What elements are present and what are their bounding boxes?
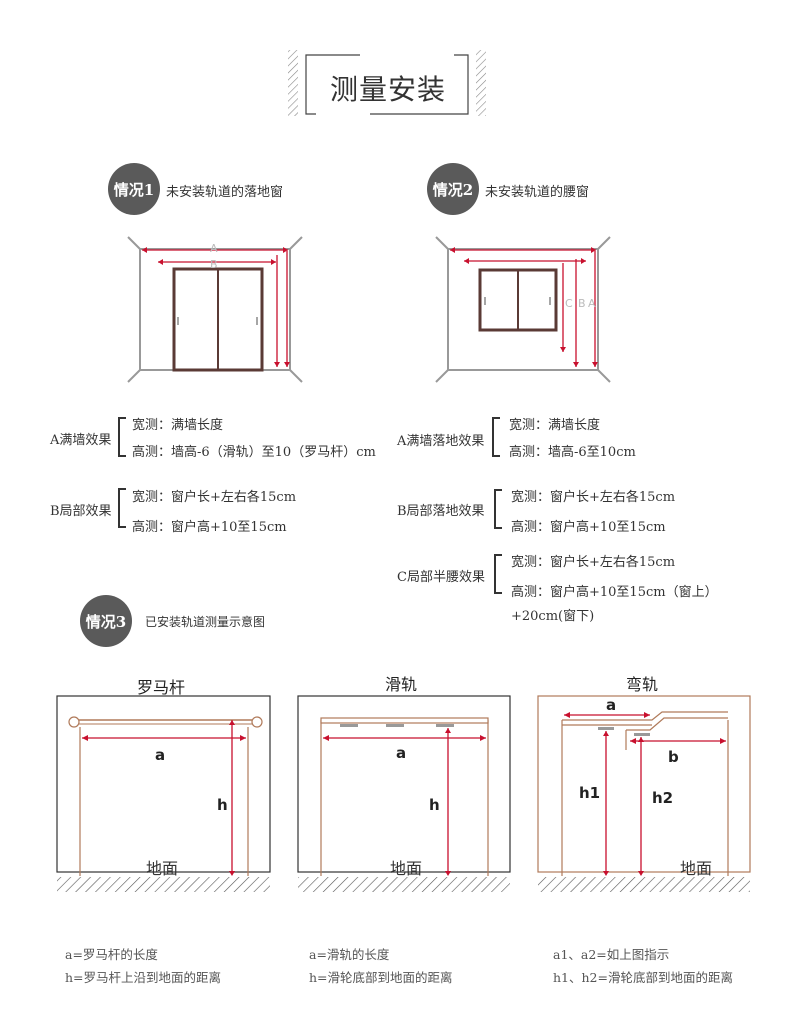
case1-desc: 未安装轨道的落地窗 <box>166 185 284 200</box>
case1-b-label: B局部效果 <box>50 504 112 519</box>
case1-label-b: B <box>210 258 218 271</box>
slide-note1: a=滑轨的长度 <box>309 947 390 962</box>
case1-badge: 情况1 <box>108 163 160 215</box>
curve-diagram <box>537 695 751 892</box>
curve-note1: a1、a2=如上图指示 <box>553 947 670 962</box>
case1-diagram: A B <box>127 236 303 383</box>
case2-label-c: C <box>565 297 573 310</box>
roman-note1: a=罗马杆的长度 <box>65 947 158 962</box>
curve-label-b: b <box>668 748 679 766</box>
header-hatch-left <box>288 50 298 116</box>
slide-label-h: h <box>429 796 440 814</box>
wall-corner-tr <box>289 236 303 250</box>
curve-label-a: a <box>606 696 616 714</box>
case2-b-label: B局部落地效果 <box>397 504 485 519</box>
case1-b-width: 宽测：窗户长+左右各15cm <box>132 490 297 505</box>
roman-note2: h=罗马杆上沿到地面的距离 <box>65 970 222 985</box>
case2-desc: 未安装轨道的腰窗 <box>485 185 590 200</box>
case2-c-label: C局部半腰效果 <box>397 570 485 585</box>
case2-a-height: 高测：墙高-6至10cm <box>509 445 636 460</box>
curve-label-h2: h2 <box>652 789 673 807</box>
pulley-icon <box>340 724 454 727</box>
case1-label-a: A <box>210 242 218 255</box>
slide-title: 滑轨 <box>385 675 418 694</box>
header-hatch-right <box>476 50 486 116</box>
floor-hatch <box>57 877 270 892</box>
case2-label-b: B <box>578 297 586 310</box>
case2-b-height: 高测：窗户高+10至15cm <box>511 520 666 535</box>
header-bracket-right <box>370 54 469 115</box>
case1-a-label: A满墙效果 <box>50 433 112 448</box>
case3-desc: 已安装轨道测量示意图 <box>145 615 266 629</box>
roman-label-h: h <box>217 796 228 814</box>
floor-hatch <box>538 877 750 892</box>
slide-diagram <box>297 695 511 892</box>
slide-floor: 地面 <box>390 859 422 878</box>
curve-floor: 地面 <box>680 859 712 878</box>
bracket-icon <box>492 417 500 457</box>
case1-a-width: 宽测：满墙长度 <box>132 418 224 433</box>
roman-diagram <box>56 695 271 892</box>
header-frame <box>288 50 486 116</box>
bracket-icon <box>494 489 502 529</box>
header-bracket-left <box>305 54 360 115</box>
wall-corner-tl <box>127 236 141 250</box>
case1-b-height: 高测：窗户高+10至15cm <box>132 520 287 535</box>
case3-diagrams: a h 地面 a h 地面 <box>56 695 751 892</box>
wall-corner-bl <box>127 369 141 383</box>
case2-badge: 情况2 <box>427 163 479 215</box>
roman-floor: 地面 <box>146 859 178 878</box>
rod-finial-right <box>251 716 263 728</box>
rod-finial-left <box>68 716 80 728</box>
case1-a-height: 高测：墙高-6（滑轨）至10（罗马杆）cm <box>132 445 376 460</box>
slide-label-a: a <box>396 744 406 762</box>
case2-c-width: 宽测：窗户长+左右各15cm <box>511 555 676 570</box>
curve-title: 弯轨 <box>626 675 659 694</box>
page-title: 测量安装 <box>330 73 447 106</box>
case2-c-height: 高测：窗户高+10至15cm（窗上） <box>511 585 718 600</box>
wall-corner-br <box>289 369 303 383</box>
pulley-icon <box>598 727 650 736</box>
roman-title: 罗马杆 <box>137 678 186 697</box>
slide-note2: h=滑轮底部到地面的距离 <box>309 970 453 985</box>
bracket-icon <box>118 417 126 457</box>
slide-track <box>320 717 489 724</box>
curve-note2: h1、h2=滑轮底部到地面的距离 <box>553 970 733 985</box>
case2-label-a: A <box>588 297 596 310</box>
case2-a-width: 宽测：满墙长度 <box>509 418 601 433</box>
curve-label-h1: h1 <box>579 784 600 802</box>
bracket-icon <box>494 554 502 594</box>
case2-a-label: A满墙落地效果 <box>397 434 485 449</box>
floor-hatch <box>298 877 510 892</box>
case2-b-width: 宽测：窗户长+左右各15cm <box>511 490 676 505</box>
bracket-icon <box>118 488 126 528</box>
roman-label-a: a <box>155 746 165 764</box>
case2-c-height2: +20cm(窗下) <box>511 609 595 624</box>
curve-track-back <box>626 717 728 731</box>
case2-diagram: C B A <box>435 236 611 383</box>
case3-badge: 情况3 <box>80 595 132 647</box>
